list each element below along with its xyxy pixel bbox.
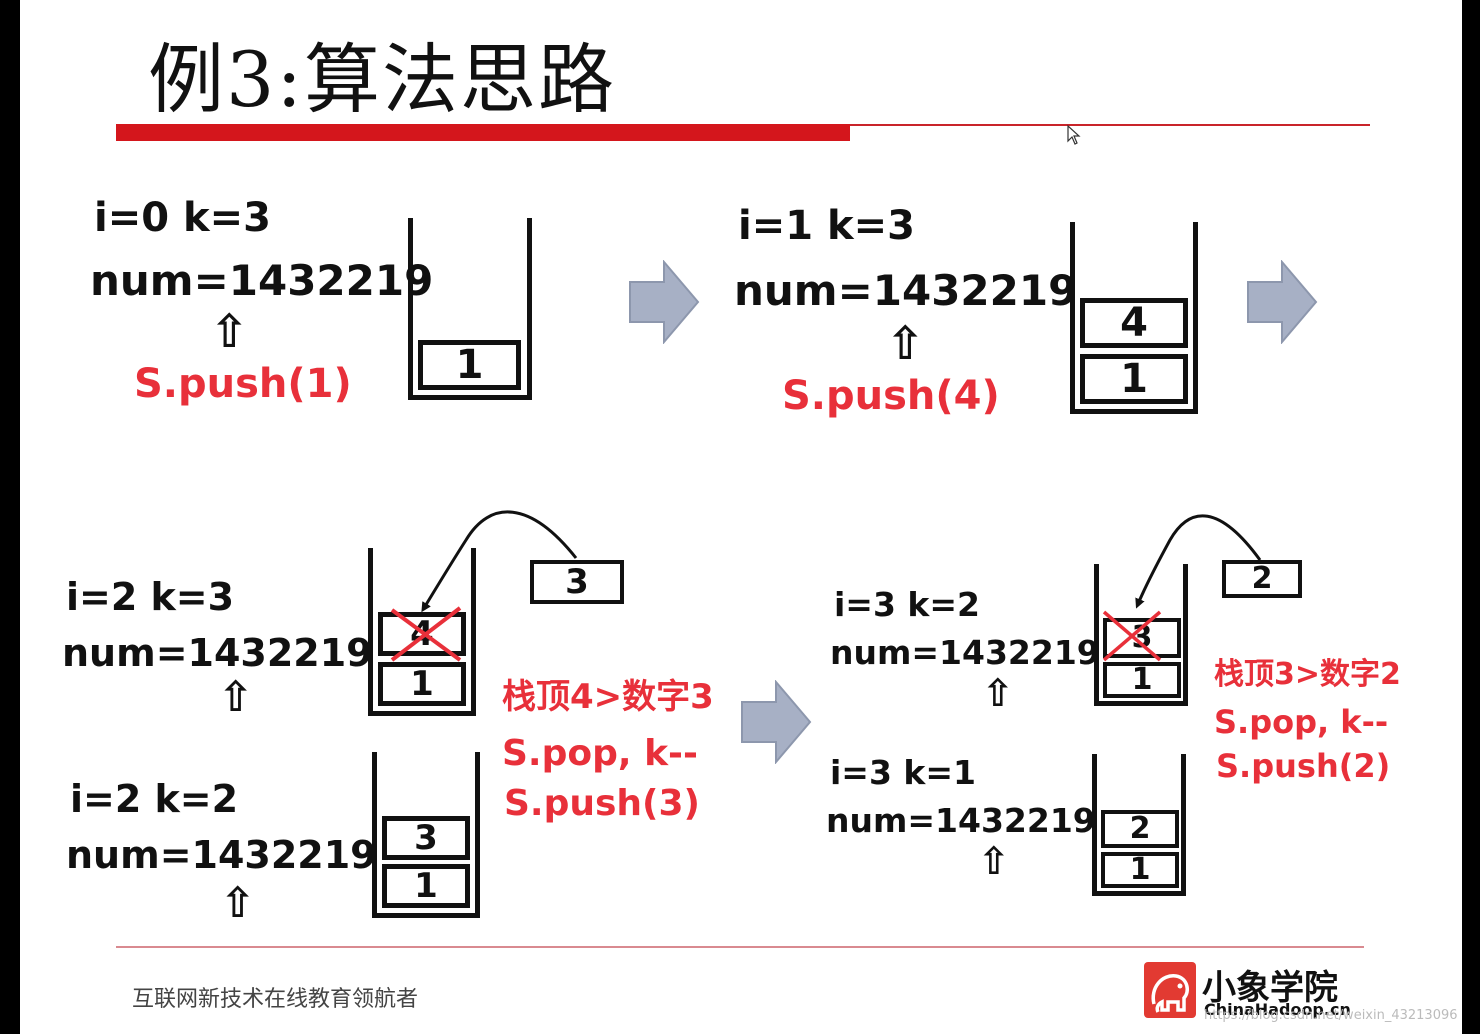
step6-stack: 2 1 [1092, 754, 1186, 896]
step2-num: num=1432219 [734, 266, 1078, 315]
stack-item: 4 [1080, 298, 1188, 348]
step5-ik: i=3 k=2 [834, 585, 980, 624]
step3-op-push: S.push(3) [504, 783, 701, 824]
incoming-number-box: 3 [530, 560, 624, 604]
stack-item: 1 [378, 662, 466, 706]
stack-item: 1 [382, 864, 470, 908]
slide-title: 例3:算法思路 [148, 35, 616, 124]
logo-subtitle: ChinaHadoop.cn [1204, 1000, 1351, 1019]
step3-note: 栈顶4>数字3 [502, 677, 714, 717]
step1-stack: 1 [408, 218, 532, 400]
step3-op-pop: S.pop, k-- [502, 733, 698, 774]
stack-item: 1 [1080, 354, 1188, 404]
cross-out-icon [1102, 610, 1162, 662]
step1-ik: i=0 k=3 [94, 195, 271, 241]
incoming-number-box: 2 [1222, 560, 1302, 598]
up-arrow-icon: ⇧ [210, 304, 249, 358]
curved-arrow-icon [421, 510, 578, 613]
step5-op-pop: S.pop, k-- [1214, 703, 1389, 741]
up-arrow-icon: ⇧ [218, 672, 254, 721]
step4-stack: 3 1 [372, 752, 480, 918]
up-arrow-icon: ⇧ [220, 878, 256, 927]
stack-item: 1 [418, 340, 521, 390]
right-arrow-icon [1247, 260, 1318, 344]
stack-item: 1 [1101, 852, 1179, 888]
step3-num: num=1432219 [62, 631, 373, 675]
stack-item: 1 [1103, 662, 1181, 698]
step2-stack: 4 1 [1070, 222, 1198, 414]
step1-op: S.push(1) [134, 361, 352, 407]
footer-divider [116, 946, 1364, 948]
step5-num: num=1432219 [830, 633, 1100, 672]
step1-num: num=1432219 [90, 256, 434, 305]
step4-num: num=1432219 [66, 833, 377, 877]
diagram-overlay [390, 510, 1262, 662]
up-arrow-icon: ⇧ [886, 316, 925, 370]
step2-ik: i=1 k=3 [738, 203, 915, 249]
step2-op: S.push(4) [782, 373, 1000, 419]
title-red-bar [116, 124, 850, 141]
watermark-text: https://blog.csdn.net/weixin_43213096 [1204, 1008, 1458, 1023]
step4-ik: i=2 k=2 [70, 777, 239, 821]
cross-out-icon [390, 606, 462, 662]
curved-arrow-icon [1135, 514, 1262, 609]
step3-ik: i=2 k=3 [66, 575, 235, 619]
step5-op-push: S.push(2) [1216, 747, 1391, 785]
step6-num: num=1432219 [826, 801, 1096, 840]
footer-slogan: 互联网新技术在线教育领航者 [132, 987, 419, 1012]
up-arrow-icon: ⇧ [982, 671, 1014, 715]
logo-title: 小象学院 [1202, 968, 1338, 1008]
step6-ik: i=3 k=1 [830, 753, 976, 792]
stack-item: 3 [382, 816, 470, 860]
step5-note: 栈顶3>数字2 [1214, 657, 1401, 692]
logo-elephant-icon [1144, 962, 1196, 1018]
mouse-cursor-icon [1067, 124, 1081, 145]
slide: 例3:算法思路 i=0 k=3 num=1432219 ⇧ S.push(1) … [20, 0, 1462, 1034]
right-arrow-icon [629, 260, 700, 344]
up-arrow-icon: ⇧ [978, 839, 1010, 883]
right-arrow-icon [741, 680, 812, 764]
stack-item: 2 [1101, 810, 1179, 848]
